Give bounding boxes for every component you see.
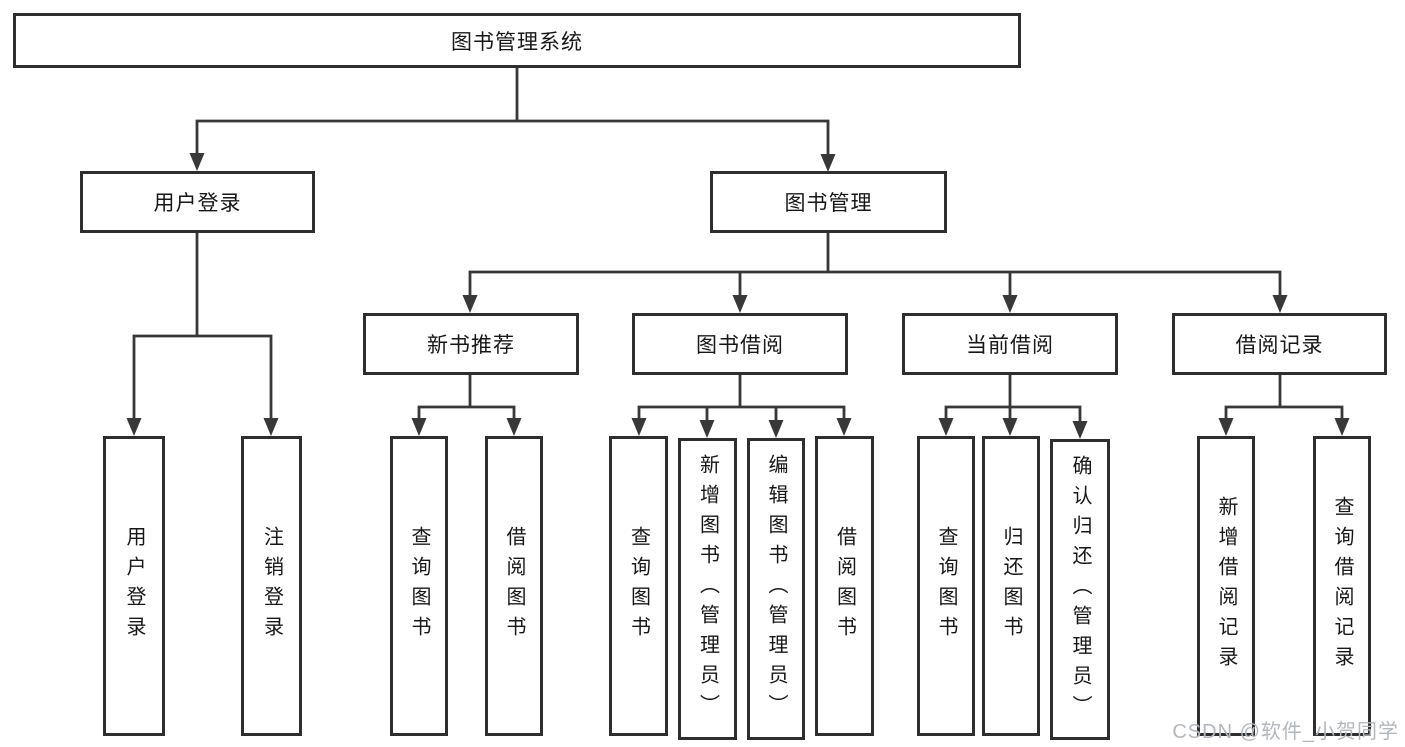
leaf-current-confirm-return-admin: 确认归还（管理员） [1050, 439, 1110, 740]
node-borrowing-records: 借阅记录 [1172, 313, 1387, 375]
node-book-borrowing-label: 图书借阅 [696, 334, 784, 357]
leaf-current-query-books: 查询图书 [917, 436, 975, 736]
node-library-system: 图书管理系统 [13, 13, 1021, 68]
leaf-current-confirm-return-admin-label: 确认归还（管理员） [1069, 454, 1091, 725]
leaf-logout: 注销登录 [241, 436, 302, 736]
leaf-newrec-query-books: 查询图书 [390, 436, 448, 736]
node-book-management-label: 图书管理 [784, 192, 873, 215]
node-new-book-recommendation: 新书推荐 [363, 313, 579, 375]
leaf-user-login: 用户登录 [103, 436, 165, 736]
node-book-borrowing: 图书借阅 [632, 313, 848, 375]
leaf-borrow-query-books-label: 查询图书 [627, 526, 650, 646]
node-library-system-label: 图书管理系统 [451, 30, 583, 54]
node-borrowing-records-label: 借阅记录 [1235, 334, 1324, 357]
leaf-newrec-borrow-books: 借阅图书 [485, 436, 543, 736]
leaf-borrow-borrow-books-label: 借阅图书 [833, 526, 856, 646]
node-user-login: 用户登录 [80, 171, 315, 233]
leaf-records-query-record-label: 查询借阅记录 [1331, 496, 1353, 676]
node-current-borrowing: 当前借阅 [902, 313, 1118, 375]
leaf-current-query-books-label: 查询图书 [935, 526, 957, 646]
leaf-records-add-record: 新增借阅记录 [1197, 436, 1255, 736]
leaf-borrow-edit-books-admin-label: 编辑图书（管理员） [765, 454, 787, 724]
leaf-borrow-borrow-books: 借阅图书 [815, 436, 874, 736]
leaf-logout-label: 注销登录 [260, 526, 283, 646]
leaf-user-login-label: 用户登录 [123, 526, 145, 646]
leaf-current-return-books-label: 归还图书 [1000, 526, 1022, 646]
leaf-records-query-record: 查询借阅记录 [1313, 436, 1371, 736]
node-user-login-label: 用户登录 [153, 192, 242, 215]
leaf-borrow-edit-books-admin: 编辑图书（管理员） [747, 438, 805, 740]
leaf-borrow-add-books-admin: 新增图书（管理员） [678, 438, 737, 740]
leaf-borrow-query-books: 查询图书 [609, 436, 668, 736]
node-current-borrowing-label: 当前借阅 [966, 334, 1054, 357]
leaf-newrec-query-books-label: 查询图书 [408, 526, 430, 646]
node-book-management: 图书管理 [710, 171, 947, 233]
leaf-borrow-add-books-admin-label: 新增图书（管理员） [696, 454, 719, 724]
leaf-current-return-books: 归还图书 [982, 436, 1040, 736]
leaf-newrec-borrow-books-label: 借阅图书 [503, 526, 525, 646]
leaf-records-add-record-label: 新增借阅记录 [1215, 496, 1237, 676]
node-new-book-recommendation-label: 新书推荐 [427, 334, 515, 357]
csdn-watermark: CSDN @软件_小贺同学 [1172, 721, 1399, 743]
